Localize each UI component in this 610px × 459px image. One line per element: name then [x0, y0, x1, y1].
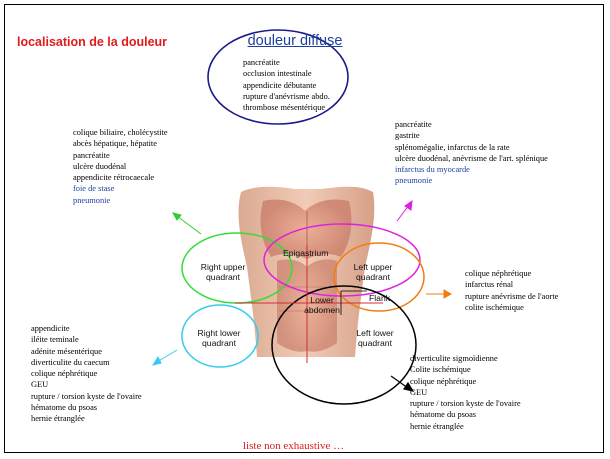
left-upper-quadrant-ellipse	[333, 242, 425, 312]
quadrant-label-right-upper: Right upper quadrant	[200, 262, 246, 282]
list-item: adénite mésentérique	[31, 346, 102, 356]
diffuse-pain-title: douleur diffuse	[247, 33, 343, 49]
slide-title: localisation de la douleur	[17, 35, 168, 49]
list-item: colique biliaire, cholécystite	[73, 128, 168, 137]
list-item: hernie étranglée	[410, 421, 464, 431]
list-item: pneumonie	[73, 195, 111, 205]
ribcage-shape	[260, 199, 352, 259]
list-item: diverticulite sigmoïdienne	[410, 354, 498, 363]
arrow-lower-left	[151, 349, 178, 366]
lower-left-list: appendicite iléite teminale adénite mése…	[31, 323, 142, 425]
list-item: rupture anévrisme de l'aorte	[465, 291, 559, 301]
lower-right-list: diverticulite sigmoïdienne Colite ischém…	[410, 353, 521, 432]
quadrant-label-right-lower: Right lower quadrant	[197, 328, 241, 348]
flank-list: colique néphrétique infarctus rénal rupt…	[465, 268, 558, 313]
list-item: hernie étranglée	[31, 414, 85, 424]
list-item: colique néphrétique	[31, 369, 98, 379]
list-item: foie de stase	[73, 184, 115, 194]
diffuse-pain-list: pancréatite occlusion intestinale append…	[243, 57, 330, 113]
list-item: thrombose mésentérique	[243, 103, 326, 113]
abdomen-illustration	[151, 29, 453, 405]
list-item: hématome du psoas	[31, 403, 98, 413]
quadrant-label-left-lower: Left lower quadrant	[356, 328, 394, 348]
list-item: appendicite débutante	[243, 80, 317, 90]
list-item: GEU	[31, 380, 49, 390]
footer-note: liste non exhaustive …	[243, 440, 345, 452]
list-item: occlusion intestinale	[243, 69, 312, 79]
list-item: hématome du psoas	[410, 410, 477, 420]
quadrant-label-lower-abdomen: Lower abdomen	[304, 295, 340, 315]
list-item: colite ischémique	[465, 302, 524, 312]
list-item: infarctus du myocarde	[395, 165, 470, 175]
list-item: colique néphrétique	[465, 269, 532, 278]
slide: localisation de la douleur douleur diffu…	[4, 4, 604, 453]
list-item: diverticulite du caecum	[31, 357, 110, 367]
list-item: pancréatite	[243, 58, 280, 67]
right-lower-quadrant-ellipse	[181, 304, 259, 368]
list-item: abcès hépatique, hépatite	[73, 139, 157, 149]
list-item: Colite ischémique	[410, 365, 471, 375]
list-item: rupture / torsion kyste de l'ovaire	[31, 391, 142, 401]
list-item: gastrite	[395, 131, 420, 141]
quadrant-label-flank: Flank	[369, 293, 391, 303]
list-item: ulcère duodénal, anévrisme de l'art. spl…	[395, 153, 548, 163]
list-item: rupture d'anévrisme abdo.	[243, 91, 330, 101]
arrow-upper-right	[396, 199, 413, 222]
quadrant-label-epigastrium: Epigastrium	[283, 248, 329, 258]
list-item: appendicite rétrocaecale	[73, 173, 155, 183]
list-item: iléite teminale	[31, 335, 79, 345]
quadrant-label-left-upper: Left upper quadrant	[353, 262, 393, 282]
upper-left-list: colique biliaire, cholécystite abcès hép…	[73, 127, 168, 206]
list-item: rupture / torsion kyste de l'ovaire	[410, 399, 521, 409]
list-item: GEU	[410, 387, 428, 397]
list-item: infarctus rénal	[465, 280, 514, 290]
arrow-lower-right	[390, 375, 415, 392]
arrow-right	[426, 289, 453, 299]
list-item: pneumonie	[395, 176, 433, 186]
left-lower-quadrant-ellipse	[271, 285, 417, 405]
list-item: ulcère duodénal	[73, 161, 127, 171]
upper-right-list: pancréatite gastrite splénomégalie, infa…	[395, 119, 548, 187]
list-item: pancréatite	[73, 150, 110, 160]
list-item: appendicite	[31, 324, 70, 333]
list-item: colique néphrétique	[410, 376, 477, 386]
arrow-upper-left	[171, 212, 202, 235]
list-item: pancréatite	[395, 120, 432, 129]
list-item: splénomégalie, infarctus de la rate	[395, 142, 510, 152]
diffuse-pain-ellipse	[207, 29, 349, 125]
